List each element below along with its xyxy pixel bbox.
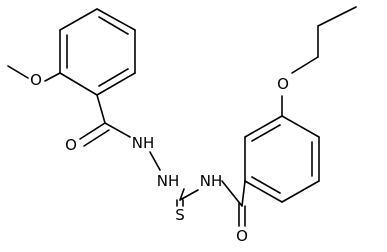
ring-methoxyphenyl	[59, 8, 136, 96]
bond	[7, 65, 29, 79]
bond	[44, 72, 61, 82]
atom-thiocarbonyl-sulfur: S	[175, 206, 185, 224]
bond	[179, 188, 185, 201]
bond	[59, 8, 98, 31]
bond	[96, 72, 136, 96]
bond	[179, 189, 199, 201]
atom-methoxy-oxygen: O	[30, 71, 42, 89]
atom-label: S	[175, 206, 185, 224]
double-bond-inner	[251, 176, 281, 194]
atom-carbonyl-oxygen-2: O	[236, 227, 248, 245]
ring-propoxyphenyl	[244, 115, 320, 203]
bond	[244, 115, 283, 138]
atom-propoxy-oxygen: O	[277, 75, 289, 93]
atom-label: O	[236, 227, 248, 245]
bond	[104, 122, 131, 138]
bond	[149, 151, 161, 171]
atom-hydrazide-nh-1: NH	[132, 134, 155, 152]
bond	[281, 115, 320, 138]
atom-amide-nh: NH	[200, 172, 223, 190]
atom-hydrazide-nh-2: NH	[157, 172, 180, 190]
atom-label: O	[30, 71, 42, 89]
bond	[244, 180, 283, 203]
double-bond-inner	[98, 68, 129, 87]
atom-label: O	[65, 136, 77, 154]
double-bond	[83, 129, 110, 147]
double-bond	[79, 122, 106, 140]
bond	[281, 180, 320, 203]
atom-label: NH	[132, 134, 155, 152]
atom-carbonyl-oxygen-1: O	[65, 136, 77, 154]
atom-label: NH	[200, 172, 223, 190]
bond	[221, 180, 243, 207]
bond	[241, 180, 246, 207]
bond	[291, 56, 319, 74]
bond	[317, 6, 357, 27]
double-bond-inner	[98, 16, 129, 35]
bond	[96, 8, 136, 31]
bond	[96, 94, 106, 124]
bond	[59, 72, 98, 96]
double-bond-inner	[251, 124, 281, 142]
atom-label: O	[277, 75, 289, 93]
atom-label: NH	[157, 172, 180, 190]
